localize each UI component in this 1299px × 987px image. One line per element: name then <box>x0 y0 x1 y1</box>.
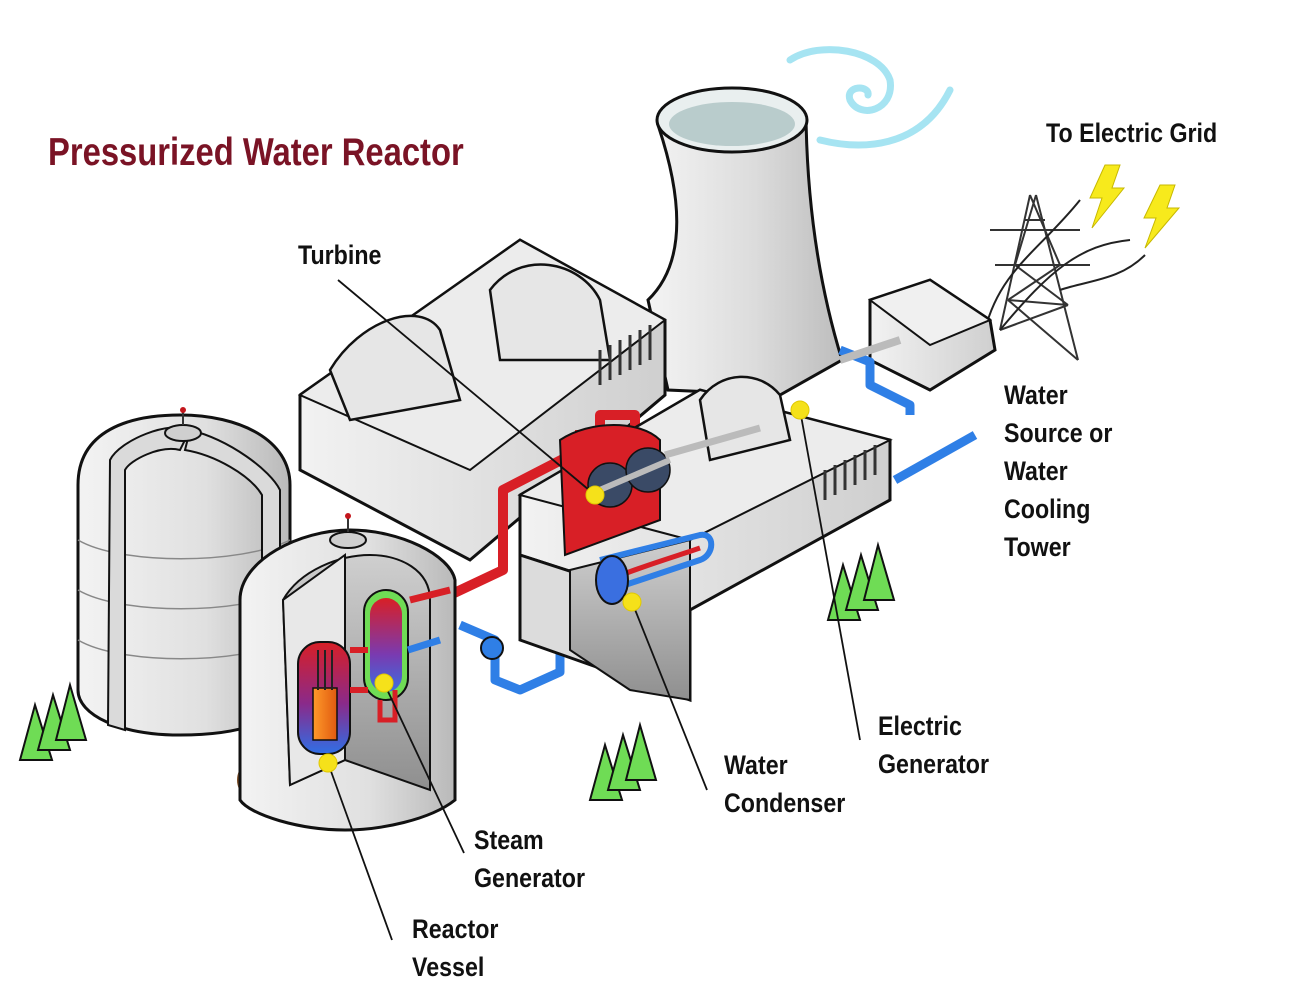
label-turbine: Turbine <box>298 240 382 270</box>
transmission-tower-icon <box>984 194 1146 361</box>
label-to-electric-grid: To Electric Grid <box>1046 118 1218 148</box>
pump-icon <box>480 636 504 660</box>
page-title: Pressurized Water Reactor <box>48 131 464 174</box>
condenser-marker <box>622 592 642 612</box>
turbine-marker <box>585 485 605 505</box>
label-reactor-vessel: Reactor Vessel <box>412 914 499 982</box>
condenser-block <box>517 336 902 703</box>
lightning-icon <box>1089 164 1181 249</box>
label-water-condenser: Water Condenser <box>724 750 846 818</box>
electric-generator-housing <box>867 278 997 392</box>
containment-building-icon <box>237 513 457 832</box>
label-water-source: Water Source or Water Cooling Tower <box>1004 380 1113 562</box>
reactor-vessel-marker <box>318 753 338 773</box>
generator-marker <box>790 400 810 420</box>
label-electric-generator: Electric Generator <box>878 711 989 779</box>
cooling-tower-icon <box>646 46 954 397</box>
steam-generator-marker <box>374 673 394 693</box>
leader-lines <box>327 279 861 941</box>
tree-icon <box>18 541 896 801</box>
label-steam-generator: Steam Generator <box>474 825 585 893</box>
reactor-core <box>312 687 338 741</box>
label-markers <box>318 400 810 773</box>
